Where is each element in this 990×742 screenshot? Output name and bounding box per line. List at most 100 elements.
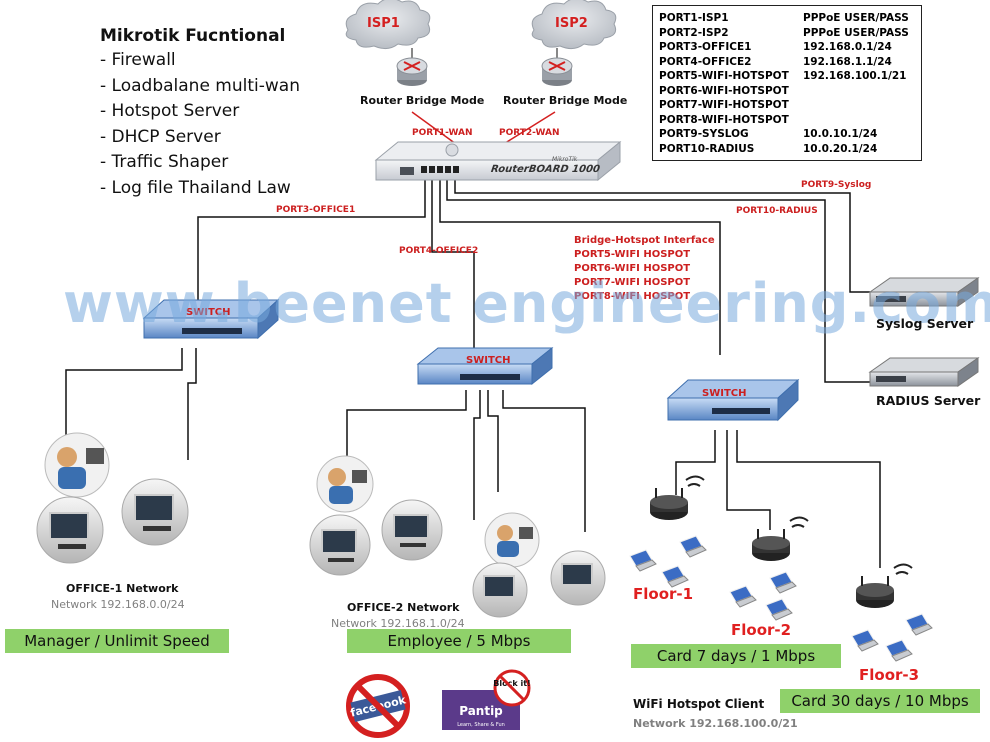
ap-floor2-icon — [752, 516, 809, 561]
wifi-laptops — [629, 535, 933, 662]
link-port4-office2 — [431, 178, 475, 352]
hotspot-label: PORT5-WIFI HOSPOT — [574, 249, 691, 260]
link-office2-c — [487, 390, 499, 492]
routerboard-label: RouterBOARD 1000 — [490, 164, 601, 175]
svg-text:Pantip: Pantip — [459, 704, 503, 718]
office2-pc-2-icon — [381, 499, 443, 561]
link-port3-office1 — [197, 178, 426, 315]
switch-office1-label: SWITCH — [186, 307, 231, 318]
feature-item: - Firewall — [100, 50, 176, 70]
wifi-speed-30days: Card 30 days / 10 Mbps — [780, 689, 980, 713]
laptop-icon — [661, 565, 689, 588]
office2-pc-1-icon — [309, 514, 371, 576]
syslog-server-label: Syslog Server — [876, 316, 974, 331]
switch-wifi-label: SWITCH — [702, 388, 747, 399]
switch-office2-icon — [416, 346, 554, 386]
facebook-blocked-icon: facebook — [346, 674, 410, 738]
feature-item: - Hotspot Server — [100, 101, 240, 121]
router-bridge-label-2: Router Bridge Mode — [503, 94, 628, 107]
link-office2-d — [502, 390, 586, 532]
laptop-icon — [679, 535, 707, 558]
office2-pc-4-icon — [550, 550, 606, 606]
pantip-blocked-icon: Pantip Learn, Share & Fun Block it! — [442, 669, 531, 730]
wifi-speed-7days: Card 7 days / 1 Mbps — [631, 644, 841, 668]
switch-office1-icon — [142, 298, 280, 340]
laptop-icon — [729, 585, 757, 608]
switch-wifi-icon — [666, 378, 800, 422]
office1-pc-2-icon — [121, 478, 189, 546]
laptop-icon — [769, 571, 797, 594]
port2-wan-label: PORT2-WAN — [499, 128, 560, 138]
office1-speed: Manager / Unlimit Speed — [5, 629, 229, 653]
port-row: PORT6-WIFI-HOTSPOT — [659, 84, 789, 97]
isp2-label: ISP2 — [555, 16, 588, 31]
link-wifi-c — [736, 430, 881, 568]
feature-item: - DHCP Server — [100, 126, 221, 147]
office1-network: Network 192.168.0.0/24 — [51, 598, 185, 611]
isp1-label: ISP1 — [367, 16, 400, 31]
feature-item: - Loadbalane multi-wan — [100, 75, 300, 96]
feature-item: - Log file Thailand Law — [100, 177, 291, 198]
office1-user-icon — [44, 432, 110, 498]
laptop-icon — [629, 549, 657, 572]
port-row: PORT7-WIFI-HOTSPOT — [659, 99, 789, 111]
link-office1-b — [187, 348, 197, 460]
port1-wan-label: PORT1-WAN — [412, 128, 473, 138]
office2-network: Network 192.168.1.0/24 — [331, 617, 465, 630]
laptop-icon — [851, 629, 879, 652]
office2-speed: Employee / 5 Mbps — [347, 629, 571, 653]
features-list: Mikrotik Fucntional - Firewall - Loadbal… — [100, 26, 300, 201]
port-row: PORT8-WIFI-HOTSPOT — [659, 113, 789, 126]
switch-office2-label: SWITCH — [466, 355, 511, 366]
office2-user-2-icon — [484, 512, 540, 568]
svg-text:Learn, Share & Fun: Learn, Share & Fun — [457, 722, 505, 728]
bridge-router-1-icon — [396, 57, 428, 86]
link-office2-b — [473, 390, 481, 520]
link-office1-a — [65, 348, 183, 450]
laptop-icon — [905, 613, 933, 636]
features-title: Mikrotik Fucntional — [100, 26, 286, 46]
hotspot-label: PORT6-WIFI HOSPOT — [574, 263, 691, 274]
office2-user-icon — [316, 455, 374, 513]
office1-title: OFFICE-1 Network — [66, 582, 179, 595]
hotspot-label: Bridge-Hotspot Interface — [574, 235, 715, 246]
link-wifi-a — [675, 430, 716, 495]
laptop-icon — [765, 598, 793, 621]
wifi-title: WiFi Hotspot Client — [633, 697, 765, 711]
link-office2-a — [346, 390, 467, 462]
syslog-server-icon — [868, 277, 980, 307]
office2-title: OFFICE-2 Network — [347, 601, 460, 614]
port3-label: PORT3-OFFICE1 — [276, 205, 356, 215]
router-bridge-label-1: Router Bridge Mode — [360, 94, 485, 107]
radius-server-label: RADIUS Server — [876, 393, 981, 408]
link-port9-syslog — [454, 178, 870, 293]
floor3-label: Floor-3 — [859, 666, 920, 684]
link-wifi-b — [726, 430, 771, 530]
floor2-label: Floor-2 — [731, 621, 792, 639]
floor1-label: Floor-1 — [633, 585, 694, 603]
bridge-router-2-icon — [541, 57, 573, 86]
routerboard-brand: MikroTik — [552, 156, 578, 163]
hotspot-label: PORT7-WIFI HOSPOT — [574, 277, 691, 288]
port4-label: PORT4-OFFICE2 — [399, 246, 479, 256]
isp-links — [411, 48, 558, 62]
watermark: www.beenet engineering.com — [63, 272, 990, 335]
routerboard-1000-icon — [374, 140, 622, 182]
port9-label: PORT9-Syslog — [801, 180, 872, 190]
office2-pc-3-icon — [472, 562, 528, 618]
feature-item: - Traffic Shaper — [100, 152, 229, 172]
radius-server-icon — [868, 357, 980, 387]
hotspot-label: PORT8-WIFI HOSPOT — [574, 291, 691, 302]
office1-pc-1-icon — [36, 496, 104, 564]
link-port5-8-hotspot — [439, 178, 721, 355]
link-port10-radius — [446, 178, 870, 383]
isp2-cloud — [531, 0, 617, 50]
